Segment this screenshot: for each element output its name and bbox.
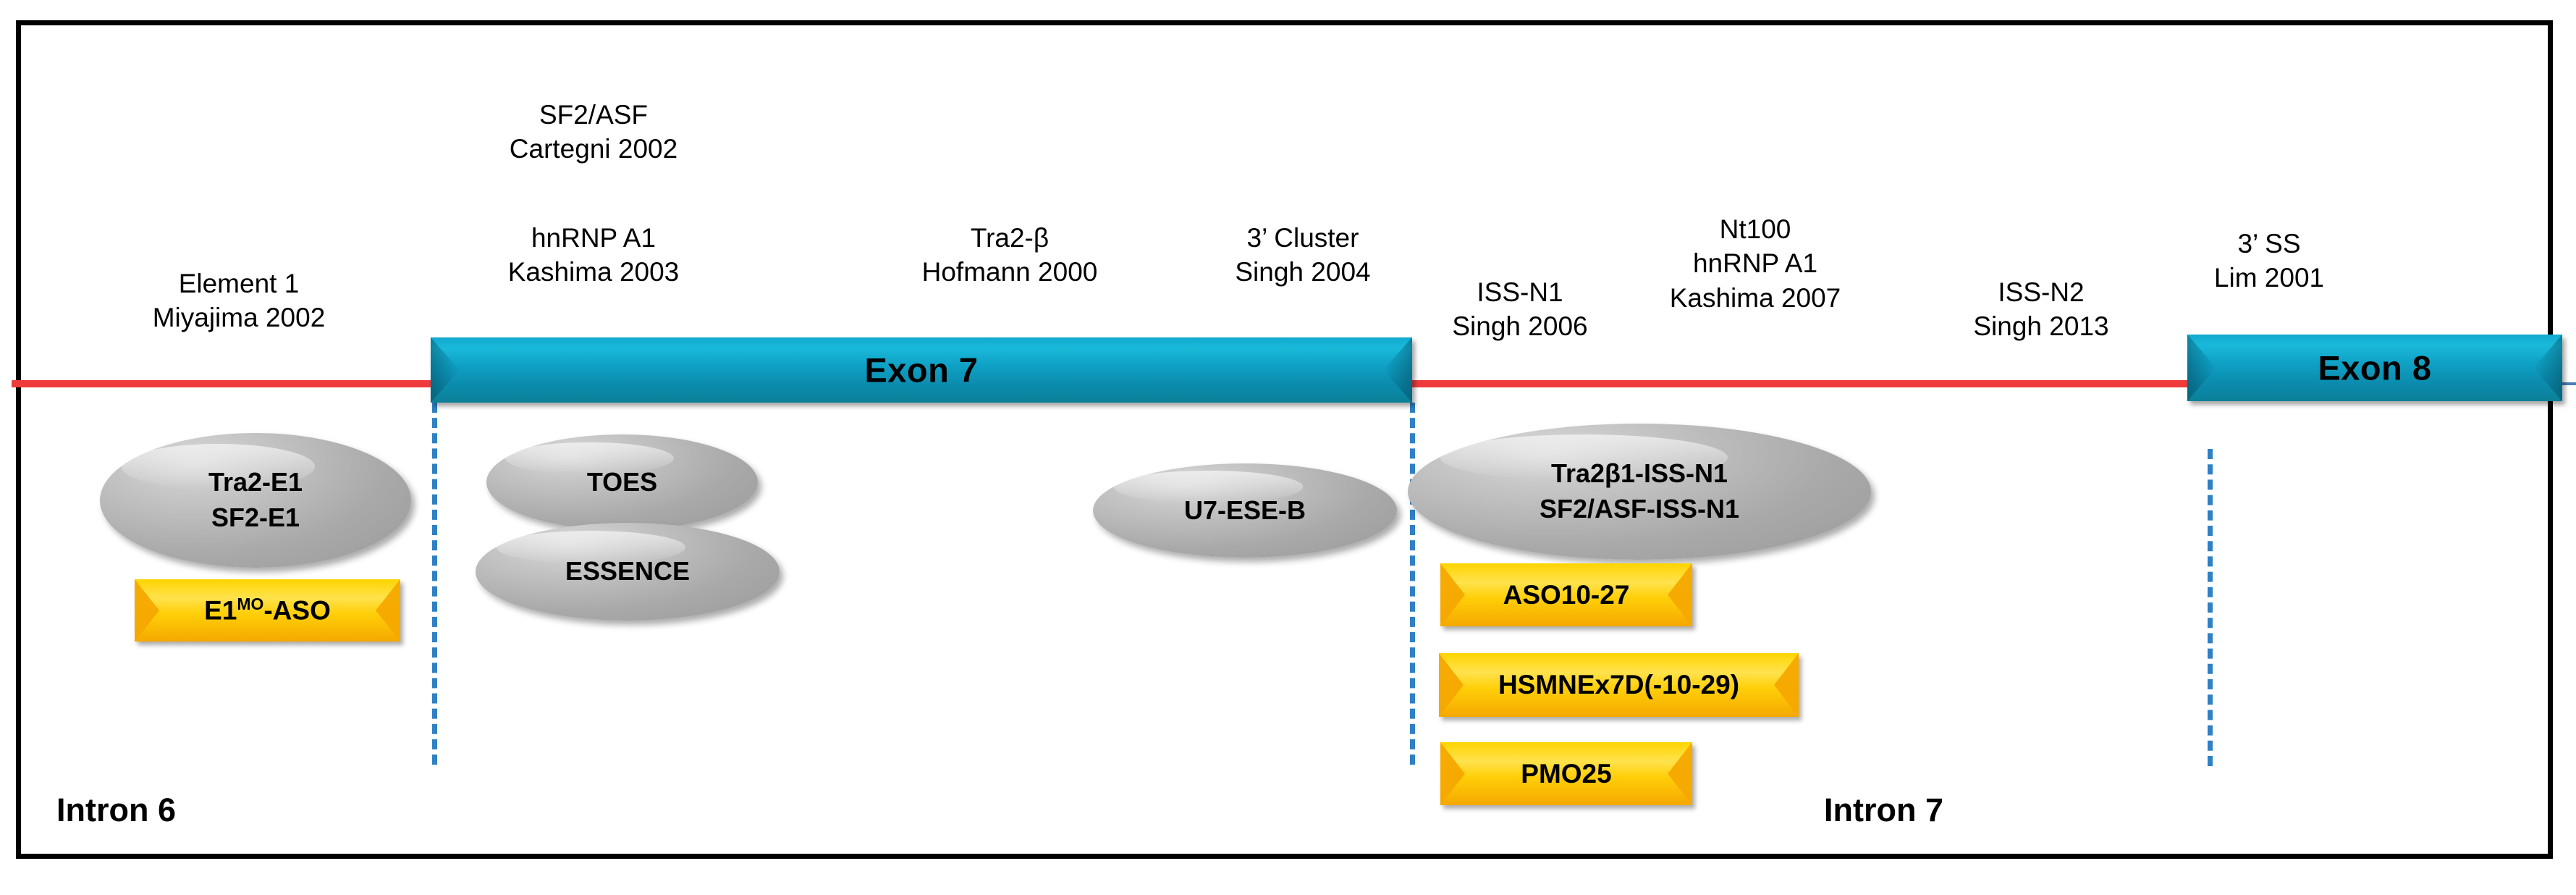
annotation-tra2-beta: Tra2-β Hofmann 2000 [921,223,1098,287]
exon-7-label: Exon 7 [864,350,979,390]
annotation-iss-n2: ISS-N2 Singh 2013 [1973,277,2109,342]
exon8-downstream-line [2559,382,2576,385]
aso-box-aso10-27-label: ASO10-27 [1503,579,1630,610]
annotation-nt100: Nt100 hnRNP A1 Kashima 2007 [1669,214,1841,313]
aso-bevel-left [1439,653,1464,717]
aso-box-aso10-27[interactable]: ASO10-27 [1440,563,1692,626]
oval-toes-text: TOES [586,466,658,497]
oval-essence-text: ESSENCE [565,556,691,587]
aso-box-hsmnex7d[interactable]: HSMNEx7D(-10-29) [1439,653,1799,717]
aso-bevel-right [1668,742,1692,805]
annotation-3prime-cluster: 3’ Cluster Singh 2004 [1235,223,1371,287]
guide-exon7-start [432,403,437,765]
oval-essence[interactable]: ESSENCE [476,523,780,621]
guide-exon7-end [1410,403,1415,765]
oval-tra2b1-issn1-text: Tra2β1-ISS-N1 SF2/ASF-ISS-N1 [1539,458,1740,524]
oval-tra2-e1-text: Tra2-E1 SF2-E1 [208,467,303,532]
annotation-hnrnpa1-exon7: hnRNP A1 Kashima 2003 [507,223,680,287]
oval-tra2-e1[interactable]: Tra2-E1 SF2-E1 [100,433,411,568]
oval-u7-ese-b[interactable]: U7-ESE-B [1093,463,1397,558]
aso-bevel-right [1668,563,1692,626]
oval-tra2b1-issn1[interactable]: Tra2β1-ISS-N1 SF2/ASF-ISS-N1 [1408,424,1871,560]
aso-box-pmo25-label: PMO25 [1521,758,1612,789]
figure-frame [16,20,2553,859]
aso-bevel-right [376,579,400,642]
intron-6-caption: Intron 6 [56,791,176,828]
aso-box-e1mo-aso-label: E1MO-ASO [204,594,331,626]
intron-7-line [1410,380,2190,387]
annotation-iss-n1: ISS-N1 Singh 2006 [1452,277,1588,342]
annotation-3prime-ss: 3’ SS Lim 2001 [2213,229,2325,293]
aso-bevel-left [1440,742,1465,805]
aso-bevel-left [135,579,159,642]
intron-6-line [12,380,435,387]
annotation-sf2-asf: SF2/ASF Cartegni 2002 [509,100,678,164]
intron-7-caption: Intron 7 [1824,791,1943,828]
exon-7-block[interactable]: Exon 7 [431,337,1412,403]
aso-box-hsmnex7d-label: HSMNEx7D(-10-29) [1498,670,1740,699]
oval-toes[interactable]: TOES [486,434,758,530]
aso-bevel-left [1440,563,1465,626]
oval-u7-ese-b-text: U7-ESE-B [1183,495,1306,525]
aso-box-e1mo-aso[interactable]: E1MO-ASO [135,579,400,642]
annotation-element-1: Element 1 Miyajima 2002 [152,269,326,333]
aso-bevel-right [1774,653,1799,717]
guide-exon8-start [2208,449,2213,766]
aso-box-pmo25[interactable]: PMO25 [1440,742,1692,805]
exon-8-block[interactable]: Exon 8 [2187,335,2562,401]
exon-8-label: Exon 8 [2318,348,2432,387]
